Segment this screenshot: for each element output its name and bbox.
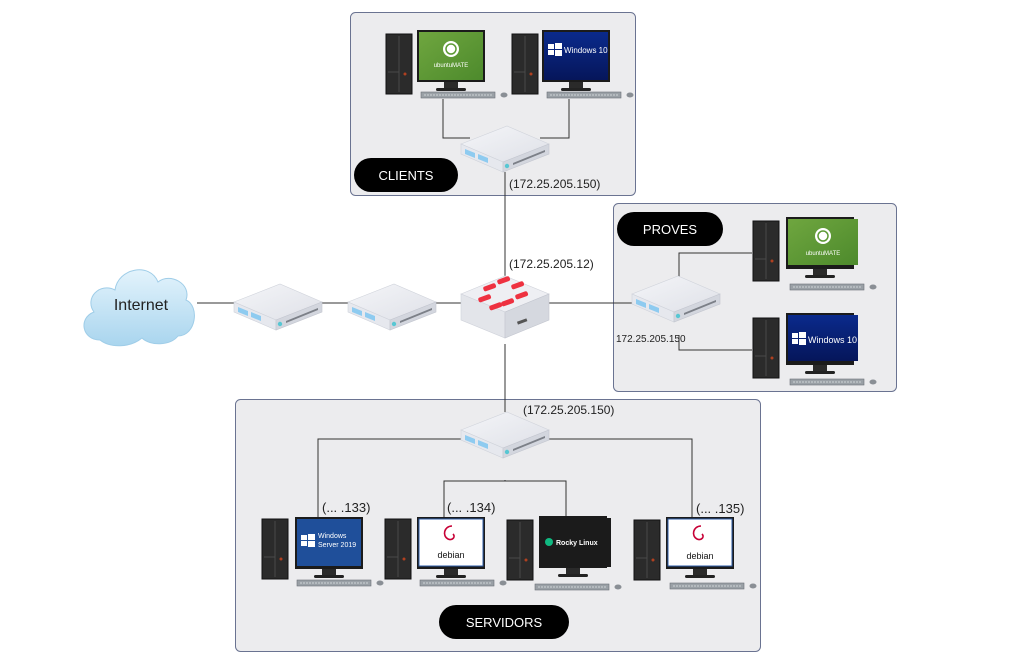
clients-host-1[interactable]: ubuntuMATE: [385, 30, 508, 99]
clients-host-2[interactable]: Windows 10: [511, 30, 634, 99]
servidors-host-1-ip: (... .133): [322, 500, 370, 515]
tower-icon: [511, 33, 539, 95]
servidors-host-3[interactable]: Rocky Linux: [506, 516, 622, 591]
tower-icon: [261, 518, 289, 580]
rocky-linux-screen: Rocky Linux: [541, 518, 611, 567]
windows-10-screen: Windows 10: [544, 32, 608, 80]
tower-icon: [752, 317, 780, 379]
svg-text:ubuntuMATE: ubuntuMATE: [806, 251, 841, 257]
windows-10-screen: Windows 10: [788, 315, 858, 361]
proves-label: PROVES: [643, 222, 698, 237]
svg-text:debian: debian: [686, 551, 713, 561]
keyboard-icon: [789, 378, 877, 386]
servidors-host-2-ip: (... .134): [447, 500, 495, 515]
svg-text:Rocky Linux: Rocky Linux: [556, 540, 598, 547]
proves-host-1[interactable]: ubuntuMATE: [752, 217, 877, 291]
internet-cloud[interactable]: Internet: [83, 269, 195, 347]
keyboard-icon: [534, 583, 622, 591]
link-servidors-pc1: [317, 438, 466, 518]
internet-label: Internet: [114, 297, 169, 314]
link-servidors-pc3: [505, 480, 567, 518]
tower-icon: [752, 220, 780, 282]
clients-switch-ip: (172.25.205.150): [509, 177, 600, 191]
debian-screen: debian: [667, 518, 733, 567]
links: [197, 99, 752, 518]
link-servidors-pc4: [546, 438, 693, 518]
link-clients-pc2: [540, 99, 570, 139]
wan-switch-1[interactable]: [233, 283, 323, 331]
proves-label-pill: PROVES: [617, 212, 723, 246]
svg-text:Windows 10: Windows 10: [564, 46, 608, 55]
clients-label-pill: CLIENTS: [354, 158, 458, 192]
windows-server-screen: Windows Server 2019: [297, 519, 361, 566]
svg-text:ubuntuMATE: ubuntuMATE: [434, 63, 469, 69]
servidors-switch-ip: (172.25.205.150): [523, 403, 614, 417]
proves-switch-ip: 172.25.205.150: [616, 334, 686, 345]
ubuntu-mate-screen: ubuntuMATE: [419, 32, 483, 80]
keyboard-icon: [546, 91, 634, 99]
svg-text:Server 2019: Server 2019: [318, 542, 356, 549]
debian-screen: debian: [418, 518, 484, 567]
servidors-host-2[interactable]: debian (... .134): [384, 500, 507, 587]
clients-label: CLIENTS: [379, 168, 434, 183]
tower-icon: [385, 33, 413, 95]
svg-text:debian: debian: [437, 550, 464, 560]
keyboard-icon: [669, 582, 757, 590]
ubuntu-mate-screen: ubuntuMATE: [788, 219, 858, 265]
keyboard-icon: [789, 283, 877, 291]
tower-icon: [506, 519, 534, 581]
tower-icon: [384, 518, 412, 580]
keyboard-icon: [296, 579, 384, 587]
servidors-host-4-ip: (... .135): [696, 501, 744, 516]
servidors-host-4[interactable]: debian (... .135): [633, 501, 757, 590]
servidors-label-pill: SERVIDORS: [439, 605, 569, 639]
svg-text:Windows: Windows: [318, 533, 347, 540]
proves-host-2[interactable]: Windows 10: [752, 313, 877, 386]
link-proves-pc2: [678, 335, 752, 351]
tower-icon: [633, 519, 661, 581]
keyboard-icon: [420, 91, 508, 99]
firewall-icon: [478, 276, 529, 311]
link-clients-pc1: [442, 99, 470, 139]
firewall-ip: (172.25.205.12): [509, 257, 594, 271]
servidors-group: [235, 399, 761, 652]
servidors-label: SERVIDORS: [466, 615, 543, 630]
servidors-host-1[interactable]: Windows Server 2019 (... .133): [261, 500, 384, 587]
firewall[interactable]: [460, 275, 550, 339]
keyboard-icon: [419, 579, 507, 587]
svg-text:Windows 10: Windows 10: [808, 335, 857, 345]
cloud-icon: [83, 269, 195, 347]
wan-switch-2[interactable]: [347, 283, 437, 331]
